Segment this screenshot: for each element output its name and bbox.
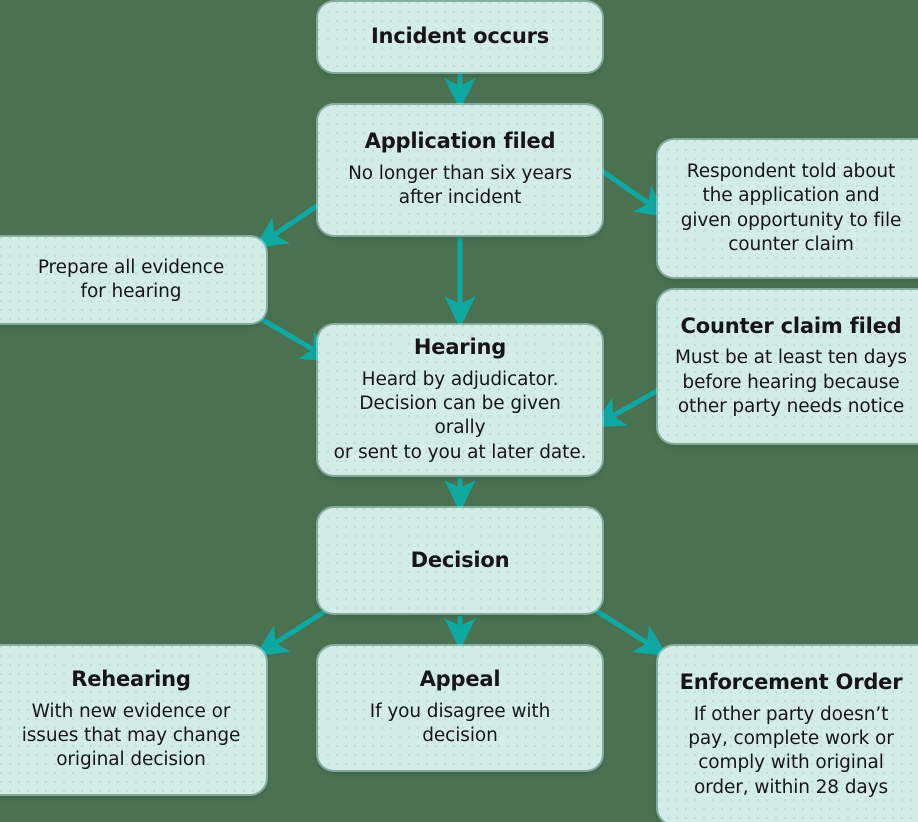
edge-counter-to-hearing bbox=[592, 384, 666, 428]
edge-application-to-respondent bbox=[596, 165, 669, 218]
node-incident-occurs[interactable]: Incident occurs bbox=[318, 2, 602, 72]
node-respondent-told[interactable]: Respondent told about the application an… bbox=[658, 140, 918, 277]
node-prepare-body: Prepare all evidence for hearing bbox=[37, 256, 225, 302]
node-counter-claim-filed[interactable]: Counter claim filed Must be at least ten… bbox=[658, 290, 918, 443]
node-application-filed[interactable]: Application filed No longer than six yea… bbox=[318, 105, 602, 235]
node-appeal-body: If you disagree with decision bbox=[369, 701, 551, 747]
node-decision-title: Decision bbox=[410, 547, 510, 572]
node-rehearing[interactable]: Rehearing With new evidence or issues th… bbox=[0, 646, 266, 794]
node-application-body: No longer than six years after incident bbox=[348, 163, 572, 209]
edge-decision-to-enforcement bbox=[590, 605, 668, 656]
node-enforcement-title: Enforcement Order bbox=[679, 670, 903, 695]
node-respondent-body: Respondent told about the application an… bbox=[680, 161, 902, 255]
node-appeal-title: Appeal bbox=[419, 667, 501, 692]
edge-prepare-to-hearing bbox=[256, 314, 334, 362]
node-enforcement-order[interactable]: Enforcement Order If other party doesn’t… bbox=[658, 646, 918, 822]
node-counter-body: Must be at least ten days before hearing… bbox=[675, 347, 907, 417]
edge-decision-to-rehearing bbox=[255, 605, 332, 656]
node-hearing-title: Hearing bbox=[413, 335, 507, 360]
node-hearing[interactable]: Hearing Heard by adjudicator. Decision c… bbox=[318, 325, 602, 475]
node-incident-title: Incident occurs bbox=[370, 24, 550, 49]
node-decision[interactable]: Decision bbox=[318, 508, 602, 613]
node-hearing-body: Heard by adjudicator. Decision can be gi… bbox=[333, 368, 587, 463]
node-application-title: Application filed bbox=[364, 129, 556, 154]
node-rehearing-title: Rehearing bbox=[71, 667, 191, 692]
node-rehearing-body: With new evidence or issues that may cha… bbox=[21, 700, 241, 771]
node-enforcement-body: If other party doesn’t pay, complete wor… bbox=[688, 703, 894, 798]
edge-application-to-prepare bbox=[254, 197, 328, 249]
node-counter-title: Counter claim filed bbox=[680, 313, 902, 338]
node-prepare-evidence[interactable]: Prepare all evidence for hearing bbox=[0, 237, 266, 323]
node-appeal[interactable]: Appeal If you disagree with decision bbox=[318, 646, 602, 770]
